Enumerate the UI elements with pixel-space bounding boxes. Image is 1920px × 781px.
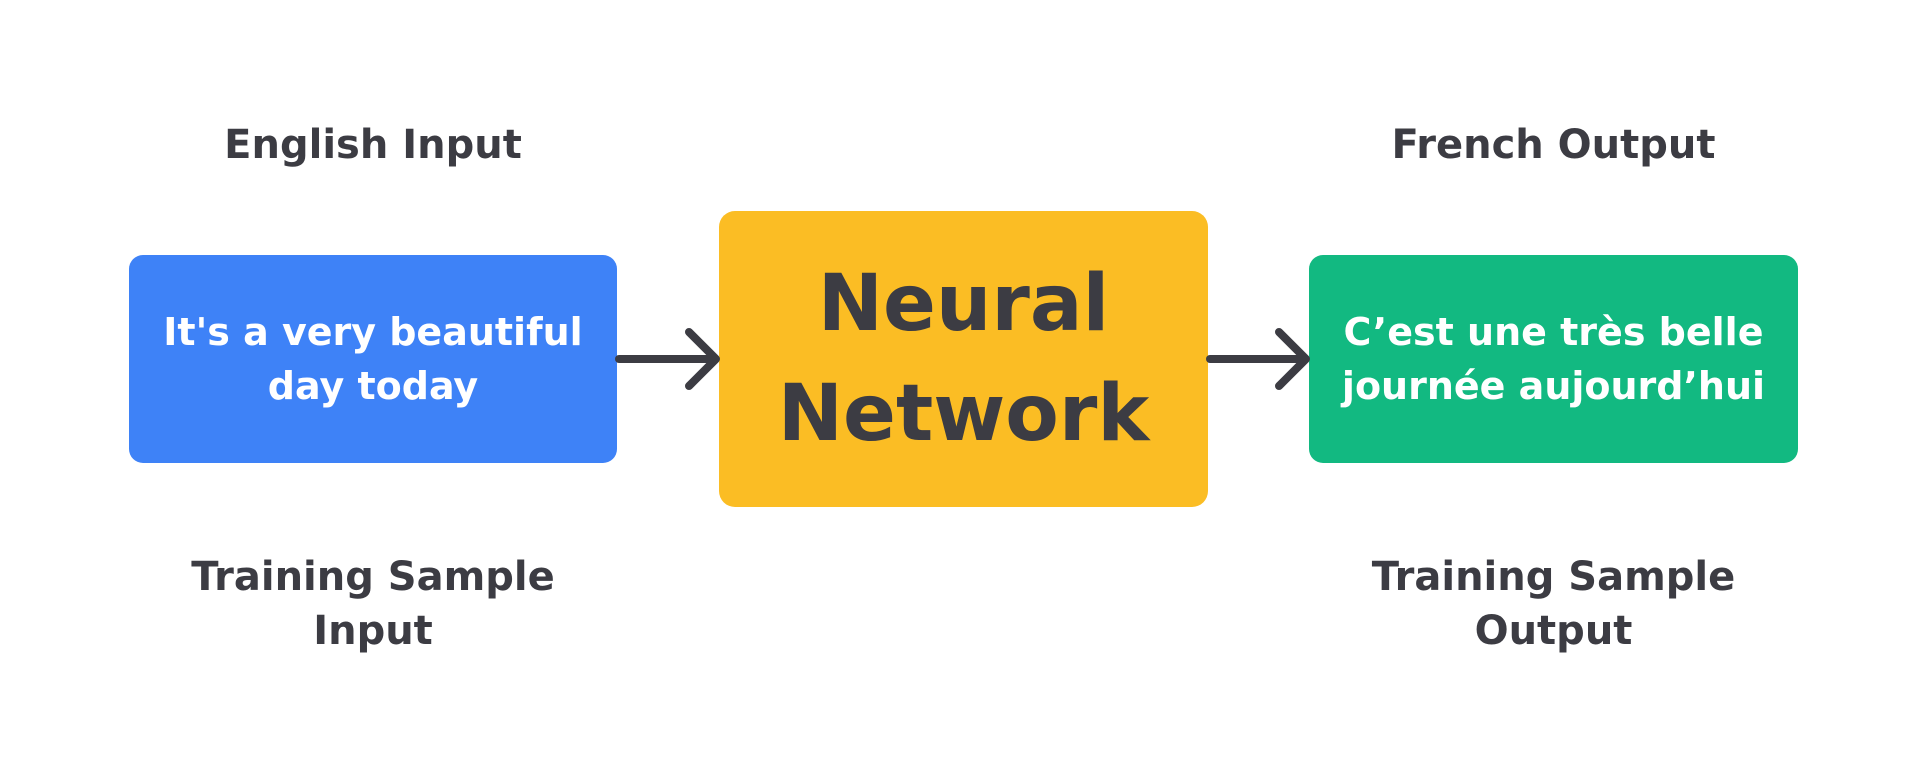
training-sample-output-label: Training Sample Output [1371, 554, 1736, 654]
english-input-label: English Input [224, 122, 522, 168]
training-sample-input-label: Training Sample Input [191, 554, 555, 654]
input-text-box: It's a very beautiful day today [129, 255, 617, 463]
input-text: It's a very beautiful day today [163, 310, 583, 408]
french-output-label: French Output [1391, 122, 1716, 168]
output-text: C’est une très belle journée aujourd’hui [1341, 310, 1766, 408]
neural-network-box: Neural Network [719, 211, 1208, 507]
output-text-box: C’est une très belle journée aujourd’hui [1309, 255, 1798, 463]
arrow-network-to-output [1206, 328, 1310, 390]
arrow-input-to-network [615, 328, 720, 390]
neural-network-text: Neural Network [777, 259, 1150, 459]
